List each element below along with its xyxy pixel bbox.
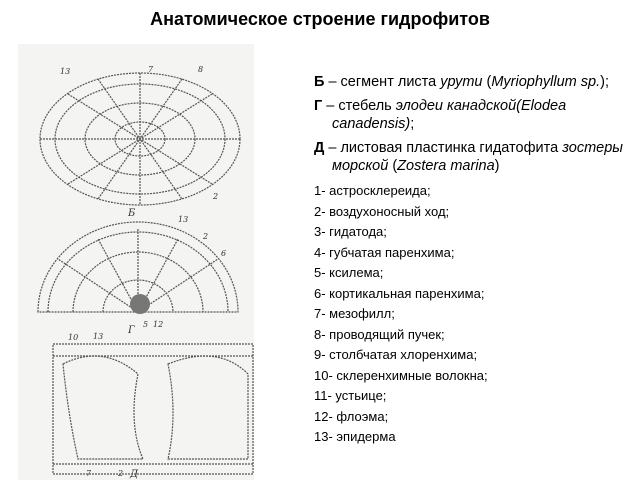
legend-head-d: Д – листовая пластинка гидатофита зостер… — [314, 140, 623, 174]
fig-label: 8 — [198, 65, 203, 74]
legend-item: 7- мезофилл; — [314, 306, 395, 321]
fig-letter-d: Д — [129, 469, 139, 480]
legend-item: 8- проводящий пучек; — [314, 326, 445, 342]
fig-label: 13 — [60, 67, 70, 76]
fig-label: 7 — [86, 469, 92, 478]
fig-label: 12 — [153, 320, 163, 329]
legend-item: 10- склеренхимные волокна; — [314, 367, 488, 383]
legend-item: 2- воздухоносный ход; — [314, 203, 450, 219]
fig-label: 6 — [221, 249, 226, 258]
legend-item: 3- гидатода; — [314, 224, 387, 239]
fig-label: 10 — [68, 333, 78, 342]
fig-letter-g: Г — [127, 325, 135, 336]
fig-label: 2 — [212, 192, 218, 201]
fig-label: 7 — [148, 65, 154, 74]
fig-label: 2 — [202, 232, 208, 241]
legend-head-b: Б – сегмент листа урути (Myriophyllum sp… — [314, 74, 609, 90]
leaf-blade-outline — [52, 343, 254, 475]
legend-item: 4- губчатая паренхима; — [314, 244, 455, 260]
fig-label: 5 — [143, 320, 148, 329]
legend-item: 5- ксилема; — [314, 265, 384, 280]
legend-item: 9- столбчатая хлоренхима; — [314, 347, 478, 362]
legend-item: 6- кортикальная паренхима; — [314, 285, 485, 301]
slide-title: Анатомическое строение гидрофитов — [150, 9, 490, 29]
legend-item: 11- устьице; — [314, 388, 387, 403]
stem-outline — [37, 221, 239, 313]
fig-label: 13 — [93, 332, 103, 341]
legend-item: 13- эпидерма — [314, 429, 396, 444]
fig-letter-b: Б — [127, 208, 136, 219]
legend-head-g: Г – стебель элодеи канадской(Elodea cana… — [314, 98, 567, 132]
fig-label: 2 — [117, 469, 123, 478]
anatomy-illustration: 13 7 8 2 Б 13 2 6 5 12 Г 10 13 7 2 Д — [37, 65, 254, 480]
fig-label: 13 — [178, 215, 188, 224]
legend-item: 12- флоэма; — [314, 408, 389, 424]
anatomy-figure: 13 7 8 2 Б 13 2 6 5 12 Г 10 13 7 2 Д — [18, 44, 254, 480]
legend-item: 1- астросклереида; — [314, 183, 431, 198]
legend: Б – сегмент листа урути (Myriophyllum sp… — [314, 73, 634, 448]
